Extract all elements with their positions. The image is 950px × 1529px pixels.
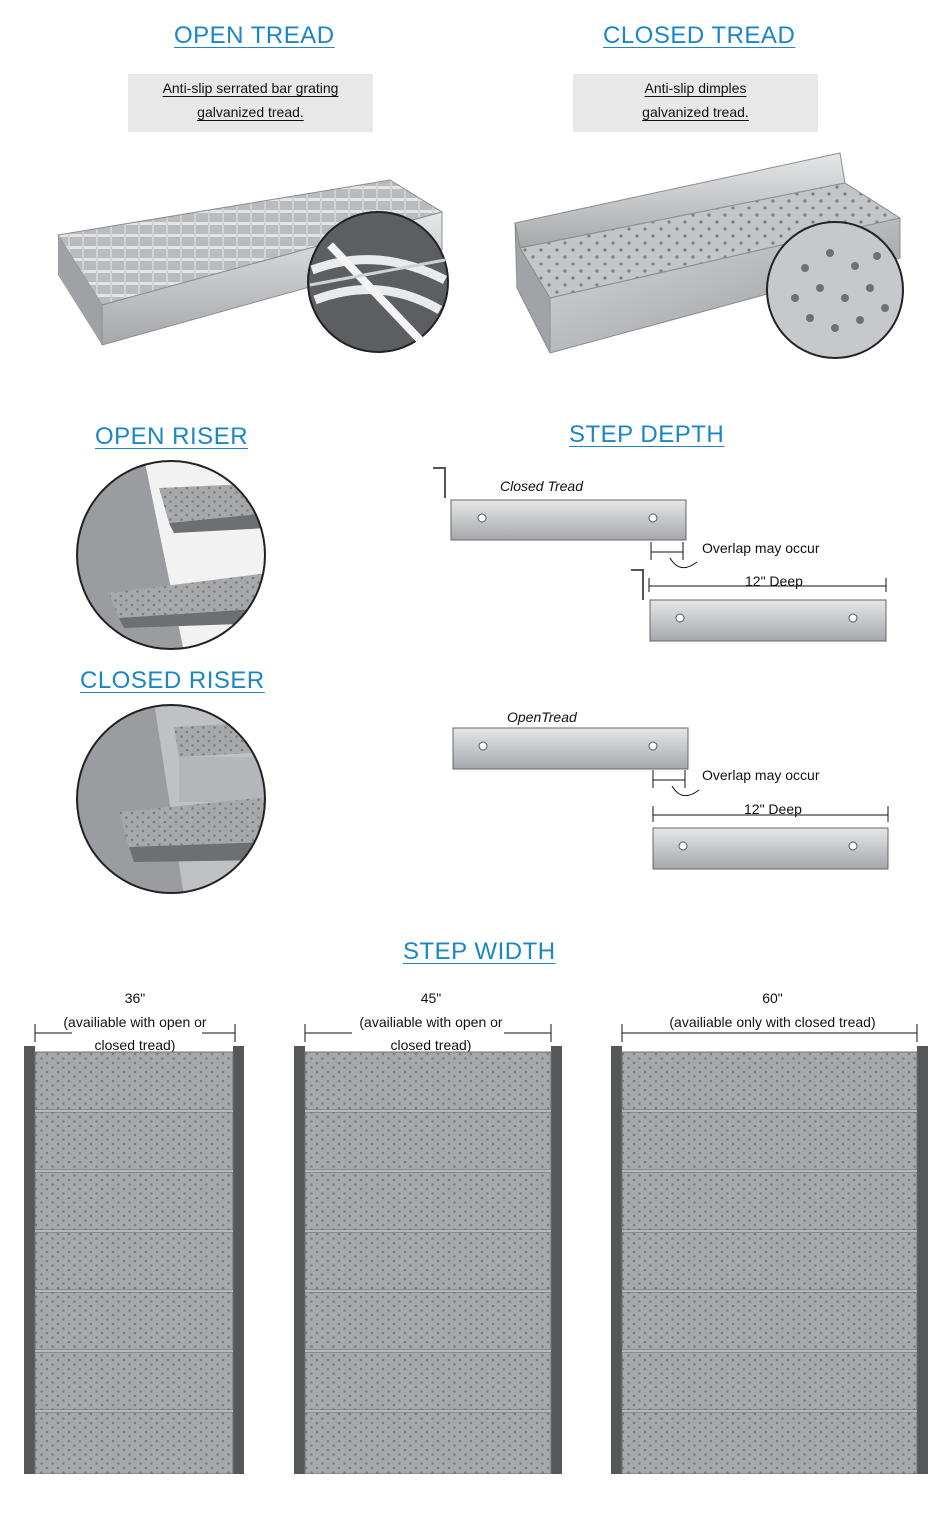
open-tread-lower-step xyxy=(652,827,889,870)
step-depth-diagram xyxy=(433,467,889,870)
open-tread-title[interactable]: OPEN TREAD xyxy=(174,22,335,49)
closed-tread-image xyxy=(514,152,904,359)
closed-tread-upper-step xyxy=(450,499,687,541)
closed-riser-title[interactable]: CLOSED RISER xyxy=(80,667,265,694)
open-tread-desc-line1: Anti-slip serrated bar grating xyxy=(162,80,339,96)
width-36-size: 36" xyxy=(124,990,146,1006)
closed-tread-title[interactable]: CLOSED TREAD xyxy=(603,22,796,49)
width-45-line1: (availiable with open or xyxy=(359,1014,503,1030)
closed-riser-image xyxy=(76,704,266,894)
open-tread-label: OpenTread xyxy=(507,709,577,725)
closed-tread-desc-line1: Anti-slip dimples xyxy=(644,80,747,96)
width-36-line1: (availiable with open or xyxy=(63,1014,207,1030)
width-60-size: 60" xyxy=(762,990,783,1006)
open-tread-upper-step xyxy=(452,727,689,770)
stair-45-width xyxy=(294,1024,562,1474)
closed-deep-label: 12" Deep xyxy=(745,573,803,589)
width-60-line1: (availiable only with closed tread) xyxy=(669,1014,876,1030)
step-depth-title[interactable]: STEP DEPTH xyxy=(569,421,725,448)
closed-overlap-label: Overlap may occur xyxy=(702,540,820,556)
open-riser-title[interactable]: OPEN RISER xyxy=(95,423,249,450)
open-tread-zoom-circle xyxy=(307,211,449,353)
open-riser-image xyxy=(76,460,266,650)
closed-tread-lower-step xyxy=(649,599,887,642)
stair-60-width xyxy=(611,1024,928,1474)
width-45-size: 45" xyxy=(420,990,442,1006)
closed-tread-description: Anti-slip dimples galvanized tread. xyxy=(573,74,818,132)
width-45-line2: closed tread) xyxy=(390,1037,472,1053)
open-tread-description: Anti-slip serrated bar grating galvanize… xyxy=(128,74,373,132)
open-tread-desc-line2: galvanized tread. xyxy=(197,104,304,120)
width-36-line2: closed tread) xyxy=(94,1037,176,1053)
open-overlap-label: Overlap may occur xyxy=(702,767,820,783)
step-width-title[interactable]: STEP WIDTH xyxy=(403,938,556,965)
closed-tread-zoom-circle xyxy=(766,221,904,359)
closed-tread-desc-line2: galvanized tread. xyxy=(642,104,749,120)
stair-36-width xyxy=(24,1024,244,1474)
open-deep-label: 12" Deep xyxy=(744,801,802,817)
open-tread-image xyxy=(57,179,449,353)
closed-tread-label: Closed Tread xyxy=(500,478,584,494)
